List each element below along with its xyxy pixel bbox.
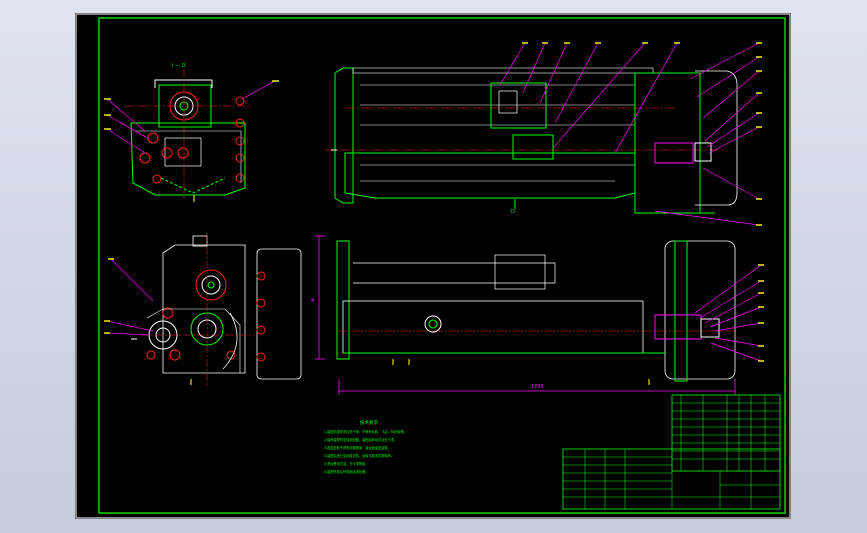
note-line: 3.各密封处不得有渗漏现象，接合面涂密封胶。 <box>324 445 391 450</box>
note-line: 5.滑台移动灵活，无卡滞现象。 <box>324 461 368 466</box>
top-main-section <box>325 42 762 226</box>
note-line: 6.装配完成后外表面涂漆处理。 <box>324 469 368 474</box>
dimension-vertical: φ <box>311 297 315 303</box>
note-line: 4.装配后进行空运转试验，运转平稳无异常噪声。 <box>324 453 394 458</box>
assembly-drawing: I — D <box>75 13 791 519</box>
technical-notes: 技术要求 1.装配前零件须清洗干净，不得有毛刺、飞边、氧化皮等。 2.轴承装配时… <box>324 419 407 474</box>
section-mark-bottom: D <box>511 209 515 215</box>
notes-title: 技术要求 <box>360 419 378 426</box>
parts-list <box>562 394 781 510</box>
note-line: 2.轴承装配时应加润滑脂，装配后转动灵活无卡滞。 <box>324 437 397 442</box>
bottom-main-view <box>315 235 764 395</box>
dimension-horizontal: 1795 <box>531 384 544 390</box>
note-line: 1.装配前零件须清洗干净，不得有毛刺、飞边、氧化皮等。 <box>324 429 407 434</box>
inner-border <box>98 17 786 514</box>
section-mark-top: I — D <box>172 63 186 69</box>
outer-border <box>75 13 791 519</box>
bottom-left-end-view <box>104 233 302 385</box>
drawing-sheet: I — D <box>75 13 791 519</box>
top-left-end-view <box>104 69 279 202</box>
